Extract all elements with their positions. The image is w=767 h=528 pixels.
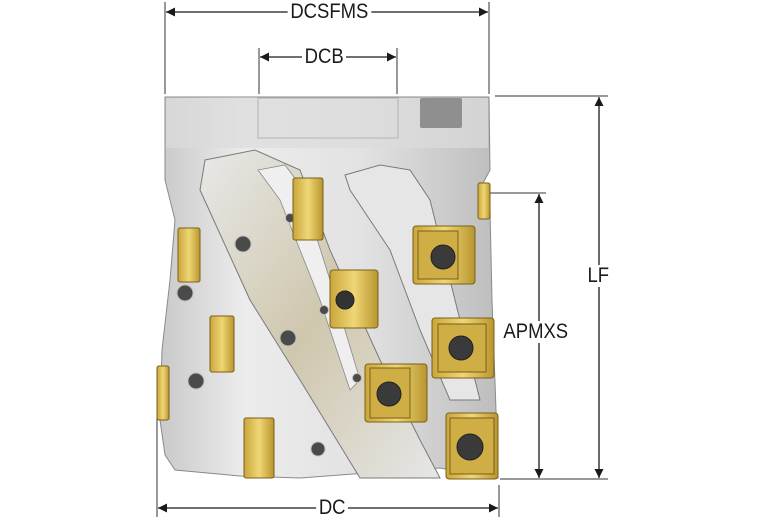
- label-dcsfms: DCSFMS: [287, 1, 371, 23]
- insert-with-screw: [445, 412, 499, 480]
- label-apmxs: APMXS: [500, 321, 571, 343]
- label-lf: LF: [584, 265, 612, 287]
- insert: [177, 227, 201, 283]
- insert: [156, 365, 170, 421]
- extension-lines: [156, 2, 608, 517]
- insert-with-screw: [364, 363, 428, 423]
- drive-slot: [420, 98, 462, 128]
- inserts: [156, 177, 499, 480]
- insert: [292, 177, 324, 241]
- insert: [477, 182, 491, 220]
- insert: [209, 315, 235, 373]
- insert-with-screw: [412, 225, 476, 285]
- insert-with-screw: [329, 269, 379, 329]
- insert: [243, 417, 275, 479]
- coolant-holes: [176, 213, 362, 457]
- label-dc: DC: [316, 497, 349, 519]
- label-dcb: DCB: [302, 46, 347, 68]
- insert-with-screw: [431, 317, 495, 379]
